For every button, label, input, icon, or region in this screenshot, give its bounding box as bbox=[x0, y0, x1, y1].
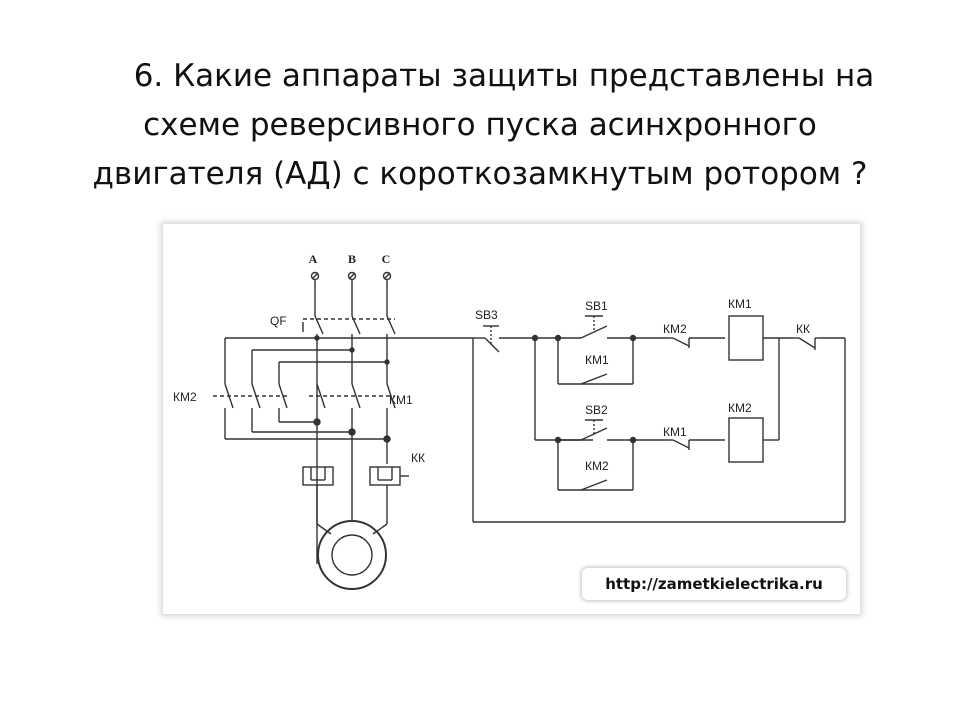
km2-power-contacts bbox=[213, 383, 387, 440]
km1-hold-contact bbox=[580, 373, 608, 385]
km2-hold-label: КМ2 bbox=[585, 459, 609, 473]
phase-label-a: A bbox=[309, 252, 318, 266]
km2-hold-contact bbox=[580, 479, 608, 491]
circuit-diagram-figure: A B C QF bbox=[163, 224, 860, 614]
power-bus bbox=[224, 335, 474, 522]
phase-terminals bbox=[310, 271, 392, 281]
title-line-1: 6. Какие аппараты защиты представлены на bbox=[133, 58, 875, 94]
slide-title: 6. Какие аппараты защиты представлены на… bbox=[0, 52, 960, 199]
km1-coil bbox=[728, 315, 764, 361]
kk-nc-contact bbox=[793, 337, 821, 350]
kk-contact-label: КК bbox=[796, 322, 810, 336]
phase-label-c: C bbox=[382, 252, 391, 266]
km1-power-contacts bbox=[309, 383, 396, 464]
sb1-start-button bbox=[558, 315, 633, 339]
watermark-box: http://zametkielectrika.ru bbox=[582, 568, 846, 600]
sb2-start-button bbox=[558, 419, 633, 441]
title-line-3: двигателя (АД) с короткозамкнутым роторо… bbox=[92, 156, 868, 192]
control-circuit bbox=[473, 334, 846, 523]
sb2-label: SB2 bbox=[585, 403, 608, 417]
sb1-label: SB1 bbox=[585, 299, 608, 313]
motor-symbol bbox=[317, 520, 387, 590]
title-line-2: схеме реверсивного пуска асинхронного bbox=[143, 107, 817, 143]
phase-label-b: B bbox=[348, 252, 356, 266]
kk-thermal-heaters bbox=[302, 464, 409, 535]
km2-interlock-label: КМ2 bbox=[663, 322, 687, 336]
watermark-url: http://zametkielectrika.ru bbox=[605, 575, 823, 593]
km1-hold-label: КМ1 bbox=[585, 353, 609, 367]
km2-interlock-contact bbox=[667, 337, 725, 348]
qf-breaker bbox=[302, 280, 396, 564]
km2-power-label: КМ2 bbox=[173, 390, 197, 404]
km2-coil bbox=[728, 417, 764, 463]
km2-coil-label: КМ2 bbox=[728, 401, 752, 415]
km1-coil-label: КМ1 bbox=[728, 297, 752, 311]
sb3-stop-button bbox=[483, 325, 499, 344]
km1-interlock-contact bbox=[667, 439, 725, 450]
sb3-label: SB3 bbox=[475, 308, 498, 322]
qf-label: QF bbox=[270, 314, 287, 328]
km1-interlock-label: КМ1 bbox=[663, 425, 687, 439]
circuit-schematic: A B C QF bbox=[173, 252, 846, 590]
kk-power-label: КК bbox=[411, 451, 425, 465]
